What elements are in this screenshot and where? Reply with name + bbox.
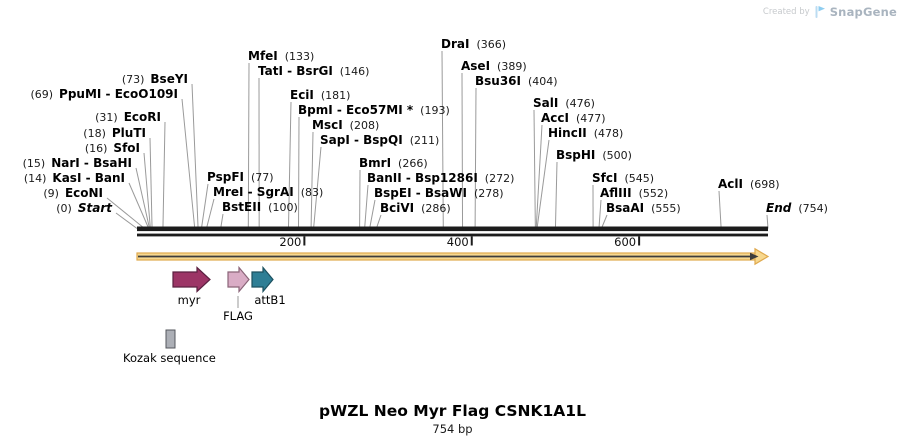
restriction-site-end: End(754) [766, 201, 828, 215]
restriction-site-bsaai: BsaAI(555) [606, 201, 681, 215]
site-connector [205, 198, 215, 229]
site-connector [149, 137, 153, 229]
site-connector [718, 190, 722, 229]
restriction-site-mrei: MreI - SgrAI(83) [213, 185, 324, 199]
ruler-number: 200 [279, 235, 302, 249]
restriction-site-mfei: MfeI(133) [248, 49, 315, 63]
restriction-site-afliii: AflIII(552) [600, 186, 669, 200]
restriction-site-hincii: HincII(478) [548, 126, 624, 140]
feature-label-attb1: attB1 [254, 293, 286, 307]
sequence-bar [137, 226, 768, 232]
site-connector [135, 167, 151, 229]
restriction-site-sfci: SfcI(545) [592, 171, 655, 185]
restriction-site-ppumi: (69)PpuMI - EcoO109I [30, 87, 178, 101]
restriction-site-ecori: (31)EcoRI [95, 110, 161, 124]
restriction-site-bmri: BmrI(266) [359, 156, 428, 170]
site-connector [461, 72, 464, 229]
restriction-site-sali: SalI(476) [533, 96, 595, 110]
restriction-site-start: (0)Start [56, 201, 112, 215]
site-connector [310, 131, 314, 229]
selection-center-arrowhead [750, 252, 759, 261]
restriction-site-ecii: EciI(181) [290, 88, 351, 102]
site-connector [143, 152, 151, 229]
site-connector [128, 182, 150, 229]
restriction-site-bcivi: BciVI(286) [380, 201, 451, 215]
restriction-site-pluti: (18)PluTI [83, 126, 146, 140]
site-connector [369, 199, 376, 229]
restriction-site-drai: DraI(366) [441, 37, 507, 51]
site-connector [598, 199, 602, 229]
restriction-site-bpmi: BpmI - Eco57MI *(193) [298, 103, 450, 117]
feature-arrow-myr [172, 266, 211, 293]
feature-arrow-attb1 [251, 265, 274, 294]
restriction-site-tati: TatI - BsrGI(146) [258, 64, 370, 78]
site-connector [364, 184, 369, 229]
restriction-site-acci: AccI(477) [541, 111, 606, 125]
site-connector [536, 139, 550, 229]
ruler-line [137, 233, 768, 237]
site-connector [181, 98, 196, 229]
ruler-number: 400 [446, 235, 469, 249]
ruler-number: 600 [614, 235, 637, 249]
site-connector [554, 161, 558, 229]
restriction-site-asei: AseI(389) [461, 59, 527, 73]
restriction-site-bseyi: (73)BseYI [121, 72, 188, 86]
site-connector [106, 197, 145, 229]
restriction-site-acli: AclI(698) [718, 177, 780, 191]
ruler-tick [638, 236, 641, 246]
site-connector [441, 50, 444, 229]
snapgene-logo-icon [815, 6, 825, 18]
site-connector [313, 146, 322, 229]
ruler-tick [470, 236, 473, 246]
snapgene-brand-text: SnapGene [829, 5, 897, 19]
restriction-site-sfoi: (16)SfoI [84, 141, 140, 155]
site-connector [247, 62, 250, 229]
annotation-label: Kozak sequence [123, 351, 216, 365]
site-connector [191, 83, 199, 229]
feature-label-flag: FLAG [223, 309, 253, 323]
map-title: pWZL Neo Myr Flag CSNK1A1L [319, 402, 586, 420]
site-connector [115, 212, 138, 229]
site-connector [220, 213, 224, 229]
restriction-site-pspfi: PspFI(77) [207, 170, 274, 184]
restriction-site-msci: MscI(208) [312, 118, 380, 132]
restriction-site-econi: (9)EcoNI [43, 186, 103, 200]
restriction-site-bspei: BspEI - BsaWI(278) [374, 186, 504, 200]
created-by-text: Created by [762, 7, 810, 17]
site-connector [535, 124, 543, 229]
feature-label-myr: myr [177, 293, 201, 307]
map-length: 754 bp [432, 422, 473, 436]
site-connector [474, 87, 477, 229]
restriction-site-bsu36i: Bsu36I(404) [475, 74, 558, 88]
restriction-site-sapi: SapI - BspQI(211) [320, 133, 440, 147]
restriction-site-bsteii: BstEII(100) [222, 200, 298, 214]
site-connector [601, 214, 608, 229]
restriction-site-nari: (15)NarI - BsaHI [22, 156, 132, 170]
kozak-box [165, 329, 176, 349]
restriction-site-kasi: (14)KasI - BanI [23, 171, 125, 185]
site-connector [375, 214, 382, 229]
ruler-tick [303, 236, 306, 246]
snapgene-watermark: Created by SnapGene [763, 5, 897, 19]
site-connector [200, 183, 209, 229]
restriction-site-banii: BanII - Bsp1286I(272) [367, 171, 515, 185]
site-connector [162, 121, 166, 229]
site-connector [533, 109, 536, 229]
restriction-site-bsphi: BspHI(500) [556, 148, 632, 162]
title-block: pWZL Neo Myr Flag CSNK1A1L 754 bp [0, 402, 905, 436]
site-connector [287, 101, 292, 229]
feature-arrow-flag [227, 265, 250, 294]
site-connector [766, 214, 769, 229]
